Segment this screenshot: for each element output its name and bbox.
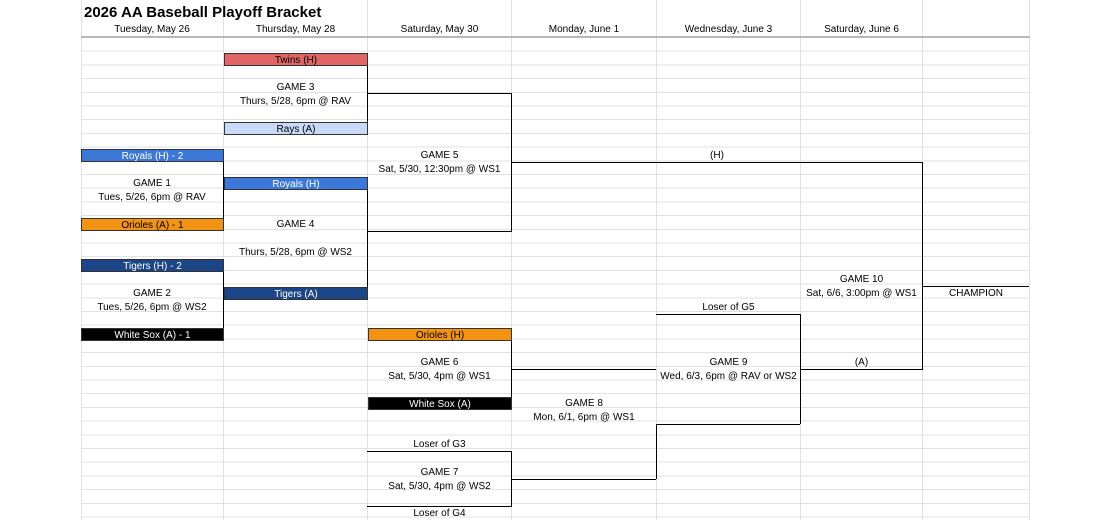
bracket-title: 2026 AA Baseball Playoff Bracket <box>84 4 322 21</box>
champion-label: CHAMPION <box>949 288 1003 299</box>
game-3-info: Thurs, 5/28, 6pm @ RAV <box>239 96 352 107</box>
game-1-info: Tues, 5/26, 6pm @ RAV <box>98 192 206 203</box>
game-10-info: Sat, 6/6, 3:00pm @ WS1 <box>806 288 917 299</box>
team-cell-tigers: Tigers (A) <box>224 287 368 300</box>
spreadsheet-grid <box>81 0 1030 520</box>
team-cell-royals: Royals (H) <box>224 177 368 190</box>
column-divider <box>511 0 512 520</box>
game-9-winner-away-label: (A) <box>854 357 869 368</box>
team-cell-tigers-seed: Tigers (H) - 2 <box>81 259 224 272</box>
game-9-label: GAME 9 <box>709 357 748 368</box>
day-header-saturday-june-6: Saturday, June 6 <box>824 24 899 35</box>
day-header-wednesday: Wednesday, June 3 <box>684 24 773 35</box>
team-cell-orioles: Orioles (H) <box>368 328 512 341</box>
team-cell-twins: Twins (H) <box>224 53 368 66</box>
team-cell-white-sox: White Sox (A) <box>368 397 512 410</box>
game-7-label: GAME 7 <box>420 467 459 478</box>
game-4-info: Thurs, 5/28, 6pm @ WS2 <box>239 247 352 258</box>
day-header-tuesday: Tuesday, May 26 <box>114 24 190 35</box>
game-5-winner-home-label: (H) <box>710 150 724 161</box>
column-divider <box>800 0 801 520</box>
game-1-label: GAME 1 <box>133 178 171 189</box>
day-header-saturday-may-30: Saturday, May 30 <box>400 24 479 35</box>
loser-of-g3-label: Loser of G3 <box>413 439 466 450</box>
game-5-label: GAME 5 <box>420 150 459 161</box>
game-6-info: Sat, 5/30, 4pm @ WS1 <box>388 371 491 382</box>
column-divider <box>656 0 657 520</box>
game-8-info: Mon, 6/1, 6pm @ WS1 <box>533 412 635 423</box>
game-2-info: Tues, 5/26, 6pm @ WS2 <box>97 302 207 313</box>
column-divider <box>1029 0 1030 520</box>
loser-of-g5-label: Loser of G5 <box>702 302 755 313</box>
team-cell-rays: Rays (A) <box>224 122 368 135</box>
team-cell-white-sox-seed: White Sox (A) - 1 <box>81 328 224 341</box>
game-6-label: GAME 6 <box>420 357 459 368</box>
team-cell-orioles-seed: Orioles (A) - 1 <box>81 218 224 231</box>
game-4-label: GAME 4 <box>276 219 315 230</box>
header-separator <box>81 36 1030 38</box>
game-9-info: Wed, 6/3, 6pm @ RAV or WS2 <box>660 371 797 382</box>
day-header-thursday: Thursday, May 28 <box>255 24 336 35</box>
game-2-label: GAME 2 <box>133 288 171 299</box>
game-5-info: Sat, 5/30, 12:30pm @ WS1 <box>378 164 501 175</box>
game-10-label: GAME 10 <box>839 274 884 285</box>
day-header-monday: Monday, June 1 <box>548 24 620 35</box>
team-cell-royals-seed: Royals (H) - 2 <box>81 149 224 162</box>
game-7-info: Sat, 5/30, 4pm @ WS2 <box>388 481 491 492</box>
game-8-label: GAME 8 <box>565 398 603 409</box>
game-3-label: GAME 3 <box>276 82 315 93</box>
loser-of-g4-label: Loser of G4 <box>413 508 466 519</box>
